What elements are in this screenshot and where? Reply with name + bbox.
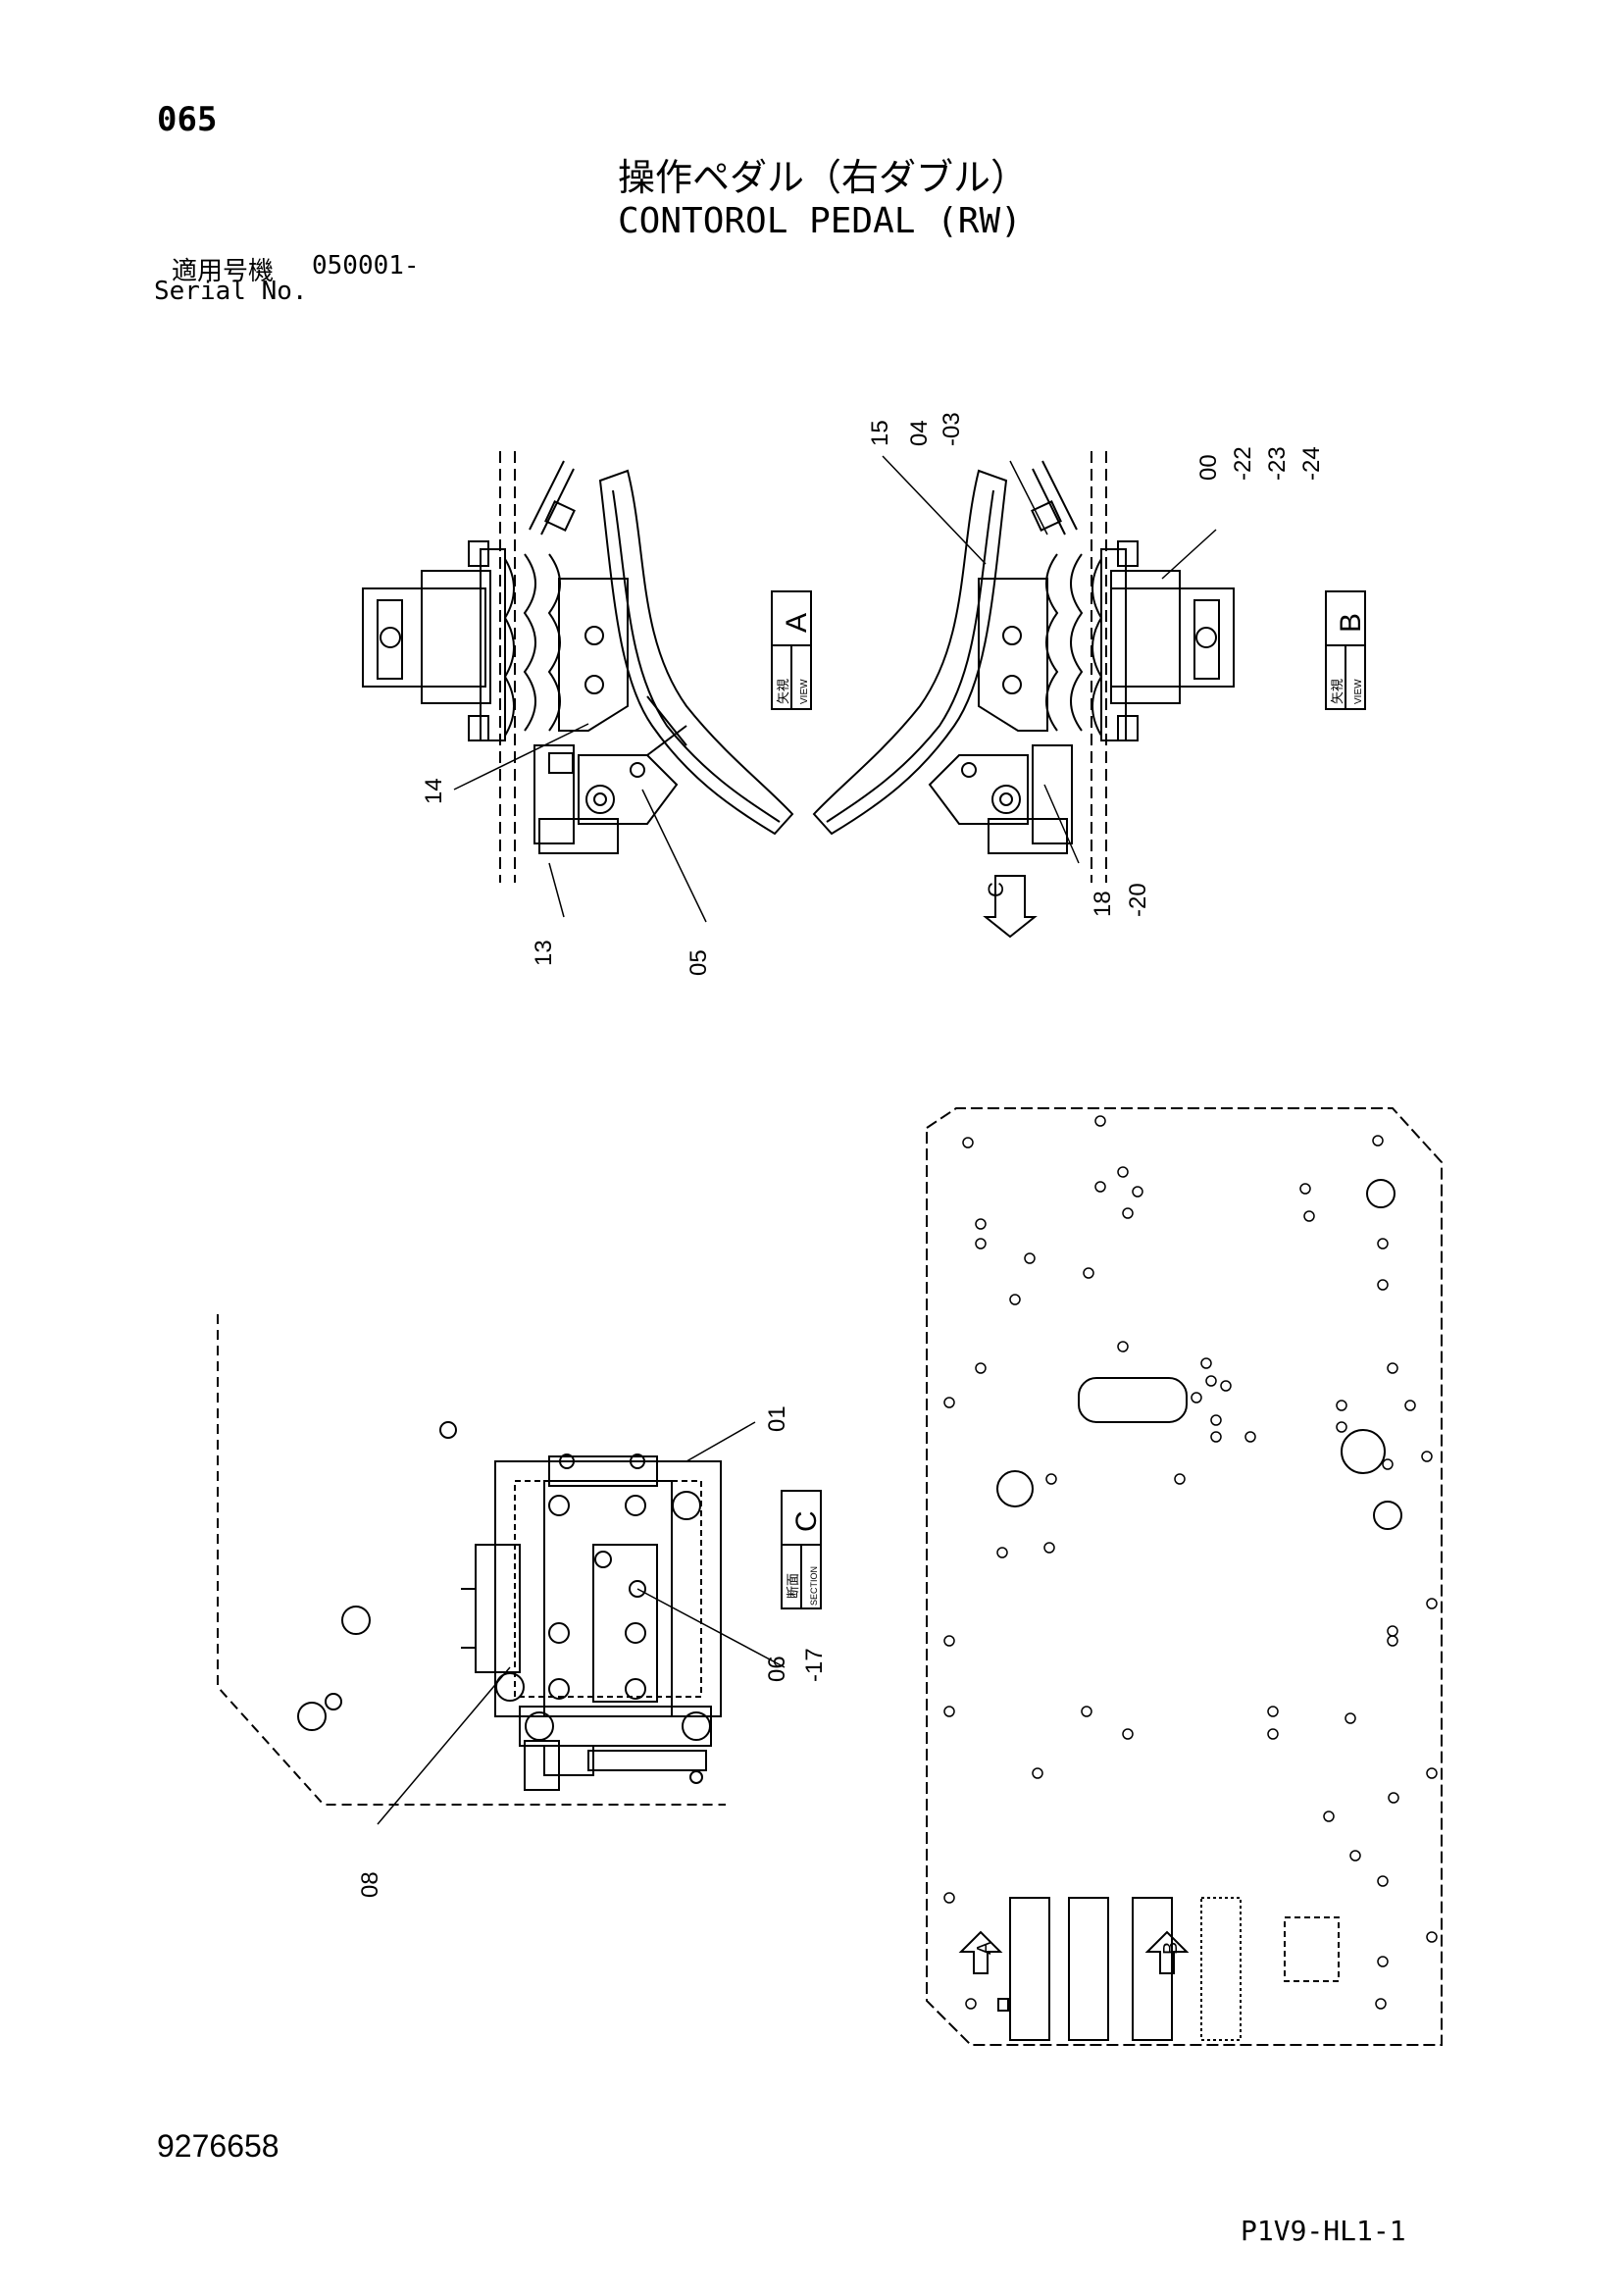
floor-plate-plan: [926, 1107, 1443, 2046]
page-number: 065: [157, 100, 218, 139]
arrow-a-icon: A: [958, 1930, 1003, 1974]
callout-15: 15: [867, 420, 893, 446]
view-b-assembly: [812, 451, 1235, 883]
view-b-callouts: 15 04 -03 00 -22 -23 -24 18 -20: [867, 412, 1325, 917]
section-c-callouts: 01 06 -17 08: [357, 1405, 828, 1898]
arrow-c-icon: C: [983, 875, 1038, 939]
section-c-english: SECTION: [809, 1566, 819, 1606]
arrow-b-icon: B: [1144, 1930, 1190, 1974]
view-a-label-box: A 矢視 VIEW: [771, 590, 813, 710]
part-number: 9276658: [157, 2128, 279, 2164]
callout-24: -24: [1298, 446, 1325, 481]
view-b-label-box: B 矢視 VIEW: [1325, 590, 1367, 710]
serial-number-value: 050001-: [312, 251, 420, 281]
callout-22: -22: [1230, 446, 1256, 481]
view-a-callouts: 14 13 05: [421, 723, 712, 976]
arrow-c-letter: C: [984, 882, 1008, 897]
title-japanese: 操作ペダル（右ダブル）: [618, 156, 1029, 199]
callout-14: 14: [421, 778, 447, 804]
view-a-assembly: [362, 451, 794, 883]
valve-port-icon: [380, 627, 401, 648]
callout-13: 13: [531, 940, 557, 966]
arrow-a-letter: A: [974, 1941, 995, 1955]
serial-label-japanese: 適用号機: [172, 257, 275, 286]
serial-label-english: Serial No.: [154, 277, 308, 306]
drawing-code: P1V9-HL1-1: [1241, 2215, 1406, 2247]
callout-20: -20: [1125, 883, 1151, 917]
callout-18: 18: [1090, 891, 1116, 917]
callout-06: 06: [764, 1656, 790, 1682]
section-c-letter: C: [790, 1510, 823, 1532]
callout-04: 04: [906, 420, 933, 446]
callout-08: 08: [357, 1871, 383, 1898]
view-a-japanese: 矢視: [776, 679, 790, 704]
callout-03: -03: [939, 412, 965, 446]
section-c-japanese: 断面: [786, 1573, 800, 1599]
view-a-english: VIEW: [799, 679, 810, 704]
view-a-letter: A: [781, 613, 813, 633]
callout-17: -17: [801, 1648, 828, 1682]
callout-23: -23: [1264, 446, 1291, 481]
view-b-letter: B: [1335, 613, 1367, 633]
title-english: CONTOROL PEDAL (RW): [618, 201, 1022, 241]
view-b-japanese: 矢視: [1330, 679, 1345, 704]
callout-05: 05: [685, 949, 712, 976]
arrow-b-letter: B: [1160, 1942, 1182, 1955]
callout-01: 01: [764, 1405, 790, 1432]
section-c-label-box: C 断面 SECTION: [781, 1490, 823, 1609]
view-b-english: VIEW: [1353, 679, 1364, 704]
callout-00: 00: [1195, 454, 1222, 481]
section-c-assembly: [217, 1314, 726, 1806]
